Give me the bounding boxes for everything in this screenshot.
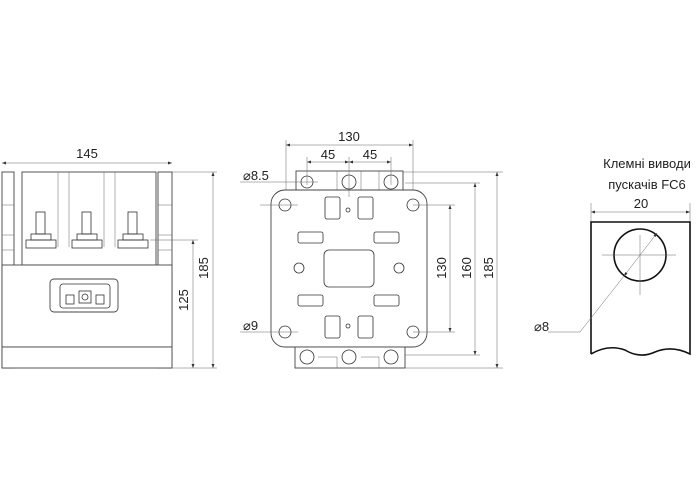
top-pitch-right: 45	[363, 147, 377, 162]
hole-bottom-dim: ⌀9	[243, 318, 258, 333]
terminal-detail: Клемні виводи пускачів FC6 20 ⌀8	[534, 156, 691, 356]
detail-title-line2: пускачів FC6	[608, 177, 686, 192]
front-mount-dim: 125	[176, 289, 191, 311]
front-view: 145 185 125	[1, 146, 217, 369]
top-view: 130 45 45 ⌀8.5 ⌀9 130 160 185	[240, 129, 503, 369]
hole-top-dim: ⌀8.5	[243, 168, 269, 183]
detail-width-dim: 20	[634, 196, 648, 211]
top-vdim-inner: 130	[434, 257, 449, 279]
top-pitch-left: 45	[321, 147, 335, 162]
top-vdim-mid: 160	[459, 257, 474, 279]
detail-hole-dim: ⌀8	[534, 319, 549, 334]
front-height-dim: 185	[196, 257, 211, 279]
top-width-dim: 130	[338, 129, 360, 144]
top-vdim-outer: 185	[481, 257, 496, 279]
terminal-studs	[25, 211, 149, 249]
detail-title-line1: Клемні виводи	[603, 156, 691, 171]
front-width-dim: 145	[76, 146, 98, 161]
